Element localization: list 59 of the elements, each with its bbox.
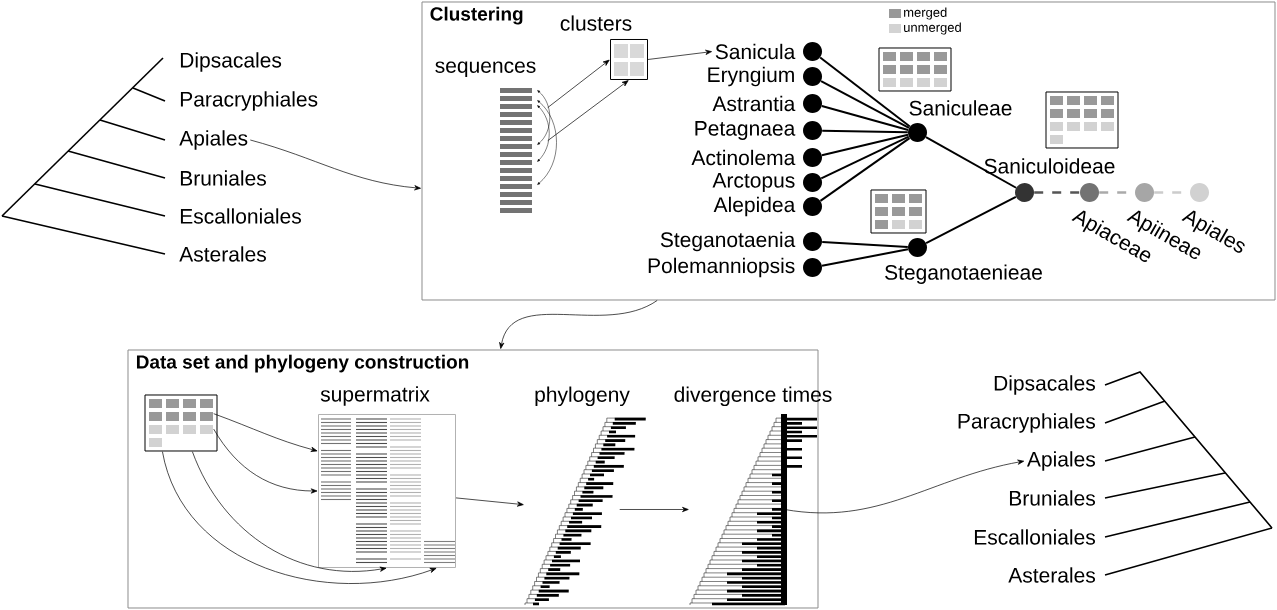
taxon-label: Paracryphiales bbox=[180, 91, 318, 111]
arrow bbox=[192, 451, 387, 572]
arrow bbox=[619, 506, 689, 513]
taxon-label: Actinolema bbox=[691, 149, 796, 166]
taxon-label: Apiales bbox=[1026, 451, 1095, 471]
arrow bbox=[547, 80, 629, 142]
legend-label: merged bbox=[904, 7, 947, 20]
arrow bbox=[499, 300, 658, 349]
supermatrix-drawing: supermatrix bbox=[318, 386, 456, 568]
legend-label: unmerged bbox=[904, 22, 961, 35]
taxon-label: Steganotaenia bbox=[660, 231, 796, 252]
taxon-label: Bruniales bbox=[180, 170, 266, 186]
taxon-label: Asterales bbox=[179, 246, 266, 262]
tree-branch bbox=[821, 129, 909, 134]
tree-branch bbox=[821, 248, 909, 267]
tree-branch bbox=[820, 133, 910, 157]
node-label: supermatrix bbox=[320, 386, 430, 406]
taxon-label: Bruniales bbox=[1010, 490, 1095, 506]
tree-branch bbox=[925, 195, 1017, 245]
tree-branch bbox=[820, 135, 910, 180]
taxon-label: Paracryphiales bbox=[958, 413, 1095, 433]
tree-branch bbox=[820, 80, 910, 129]
matrix-icon bbox=[144, 394, 218, 452]
arrow bbox=[647, 49, 712, 60]
phylogeny-label: divergence times bbox=[674, 386, 832, 407]
taxon-label: Alepidea bbox=[713, 196, 796, 217]
taxon-label: Dipsacales bbox=[994, 375, 1095, 395]
tree-branch bbox=[819, 137, 911, 202]
arrow bbox=[213, 428, 318, 494]
taxon-label: Asterales bbox=[1008, 567, 1096, 583]
node-label: sequences bbox=[435, 61, 536, 78]
arrow bbox=[455, 497, 524, 507]
node-label: Saniculeae bbox=[909, 100, 1012, 116]
cluster-box: clusters bbox=[560, 15, 648, 80]
taxon-label: Astrantia bbox=[712, 95, 796, 112]
arrow bbox=[547, 59, 610, 108]
taxon-label: Polemanniopsis bbox=[648, 257, 795, 278]
tree-branch bbox=[1034, 191, 1080, 194]
node-label: Saniculoideae bbox=[984, 158, 1115, 174]
taxon-label: Dipsacales bbox=[180, 52, 282, 72]
arrow bbox=[213, 413, 318, 452]
tree-branch bbox=[820, 105, 910, 131]
taxon-label: Petagnaea bbox=[695, 121, 796, 140]
tree-branch bbox=[819, 56, 911, 128]
tree-branch bbox=[821, 241, 909, 248]
arrow bbox=[249, 139, 421, 191]
node-label: clusters bbox=[560, 15, 632, 31]
node-label: Steganotaenieae bbox=[885, 264, 1042, 284]
arrow bbox=[784, 459, 1025, 514]
phylogeny-label: phylogeny bbox=[535, 386, 630, 407]
arrow bbox=[162, 451, 437, 584]
taxon-label: Escalloniales bbox=[180, 208, 301, 224]
tree-branch bbox=[924, 136, 1018, 189]
taxon-label: Apiales bbox=[179, 130, 248, 150]
taxon-label: Eryngium bbox=[708, 66, 794, 87]
sequence-stack: sequences bbox=[435, 61, 536, 213]
taxon-label: Arctopus bbox=[712, 173, 795, 192]
taxon-label: Escalloniales bbox=[974, 529, 1095, 545]
taxon-label: Sanicula bbox=[715, 43, 796, 60]
